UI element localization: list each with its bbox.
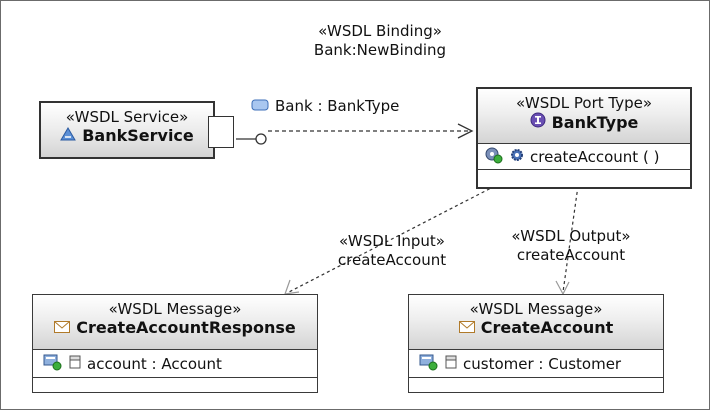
request-part-compartment: customer : Customer bbox=[409, 349, 663, 377]
output-name: createAccount bbox=[516, 246, 626, 264]
request-part[interactable]: customer : Customer bbox=[463, 354, 622, 373]
port-type-empty-compartment bbox=[478, 169, 690, 183]
request-header: «WSDL Message» CreateAccount bbox=[409, 295, 663, 349]
request-title-row: CreateAccount bbox=[409, 318, 663, 338]
port-type-name: BankType bbox=[551, 112, 639, 132]
lollipop-circle[interactable] bbox=[255, 133, 267, 145]
service-icon bbox=[60, 126, 77, 146]
part-icon bbox=[419, 353, 439, 375]
wsdl-message-response-node[interactable]: «WSDL Message» CreateAccountResponse acc… bbox=[32, 294, 318, 393]
response-title-row: CreateAccountResponse bbox=[33, 318, 317, 338]
port-type-stereotype: «WSDL Port Type» bbox=[515, 94, 653, 112]
response-part[interactable]: account : Account bbox=[87, 354, 222, 373]
wsdl-service-node[interactable]: «WSDL Service» BankService bbox=[39, 101, 215, 159]
input-link-label[interactable]: «WSDL Input» createAccount bbox=[322, 232, 462, 270]
gear-icon bbox=[510, 148, 524, 166]
output-link-label[interactable]: «WSDL Output» createAccount bbox=[500, 227, 642, 265]
input-arrowhead bbox=[284, 279, 300, 295]
service-name: BankService bbox=[82, 126, 194, 145]
interface-type-icon bbox=[530, 112, 546, 133]
request-empty-compartment bbox=[409, 377, 663, 391]
service-port[interactable] bbox=[208, 116, 234, 148]
input-stereotype: «WSDL Input» bbox=[339, 232, 445, 250]
interface-label-text: Bank : BankType bbox=[275, 97, 400, 115]
service-title-row: BankService bbox=[41, 126, 213, 146]
binding-name: Bank:NewBinding bbox=[313, 41, 447, 59]
response-part-compartment: account : Account bbox=[33, 349, 317, 377]
input-connector[interactable] bbox=[286, 185, 496, 294]
request-stereotype: «WSDL Message» bbox=[469, 300, 603, 318]
envelope-icon bbox=[54, 318, 71, 338]
service-stereotype: «WSDL Service» bbox=[65, 108, 189, 126]
operation-compartment: createAccount ( ) bbox=[478, 143, 690, 169]
service-header: «WSDL Service» BankService bbox=[41, 103, 213, 157]
response-header: «WSDL Message» CreateAccountResponse bbox=[33, 295, 317, 349]
part-icon bbox=[43, 353, 63, 375]
attribute-icon bbox=[445, 355, 457, 373]
operation-name[interactable]: createAccount ( ) bbox=[530, 147, 660, 166]
wsdl-port-type-node[interactable]: «WSDL Port Type» BankType createAccount … bbox=[476, 87, 692, 189]
envelope-icon bbox=[458, 318, 475, 338]
port-type-title-row: BankType bbox=[478, 112, 690, 133]
attribute-icon bbox=[69, 355, 81, 373]
binding-arrowhead bbox=[457, 123, 474, 139]
binding-stereotype: «WSDL Binding» bbox=[318, 22, 442, 40]
response-stereotype: «WSDL Message» bbox=[108, 300, 242, 318]
response-empty-compartment bbox=[33, 377, 317, 391]
operation-icon bbox=[484, 146, 504, 168]
input-name: createAccount bbox=[337, 251, 447, 269]
output-stereotype: «WSDL Output» bbox=[511, 227, 631, 245]
output-arrowhead bbox=[555, 280, 570, 296]
port-type-header: «WSDL Port Type» BankType bbox=[478, 89, 690, 143]
binding-label[interactable]: «WSDL Binding» Bank:NewBinding bbox=[300, 22, 460, 60]
wsdl-message-request-node[interactable]: «WSDL Message» CreateAccount customer : … bbox=[408, 294, 664, 393]
response-name: CreateAccountResponse bbox=[76, 318, 296, 337]
interface-icon bbox=[251, 97, 269, 116]
interface-label[interactable]: Bank : BankType bbox=[251, 97, 399, 116]
request-name: CreateAccount bbox=[480, 318, 614, 337]
